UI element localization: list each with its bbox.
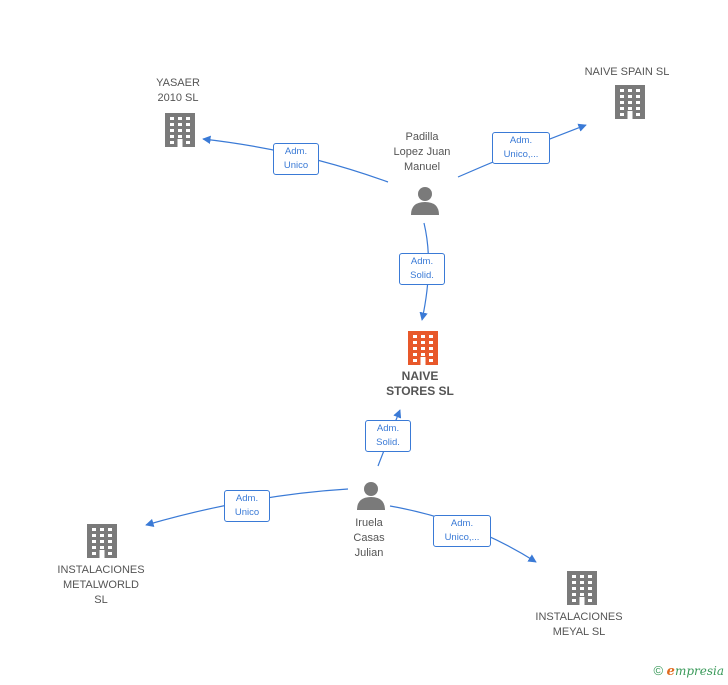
node-label-metalworld[interactable]: INSTALACIONES METALWORLD SL: [57, 564, 145, 606]
person-icon-padilla[interactable]: [411, 187, 439, 215]
footer-brand: © empresia: [653, 663, 724, 679]
node-label-padilla[interactable]: Padilla Lopez Juan Manuel: [393, 131, 451, 173]
edge-label-padilla-yasaer[interactable]: Adm. Unico: [273, 143, 319, 175]
edge-label-iruela-metalworld[interactable]: Adm. Unico: [224, 490, 270, 522]
building-icon-metalworld[interactable]: [87, 524, 117, 558]
node-label-meyal[interactable]: INSTALACIONES MEYAL SL: [535, 611, 623, 638]
edge-label-padilla-naive-spain[interactable]: Adm. Unico,...: [492, 132, 550, 164]
copyright-icon: ©: [653, 663, 664, 678]
edge-label-iruela-meyal[interactable]: Adm. Unico,...: [433, 515, 491, 547]
building-icon-naive_stores[interactable]: [408, 331, 438, 365]
node-label-yasaer[interactable]: YASAER 2010 SL: [156, 77, 200, 104]
building-icon-yasaer[interactable]: [165, 113, 195, 147]
edge-label-padilla-naive-stores[interactable]: Adm. Solid.: [399, 253, 445, 285]
node-label-naive-spain[interactable]: NAIVE SPAIN SL: [584, 66, 670, 78]
node-label-iruela[interactable]: Iruela Casas Julian: [353, 517, 385, 559]
node-label-naive-stores[interactable]: NAIVE STORES SL: [386, 369, 454, 398]
empresia-logo-text: mpresia: [674, 664, 724, 678]
edge-label-iruela-naive-stores[interactable]: Adm. Solid.: [365, 420, 411, 452]
empresia-logo-e: e: [666, 664, 675, 679]
building-icon-meyal[interactable]: [567, 571, 597, 605]
person-icon-iruela[interactable]: [357, 482, 385, 510]
building-icon-naive_spain[interactable]: [615, 85, 645, 119]
